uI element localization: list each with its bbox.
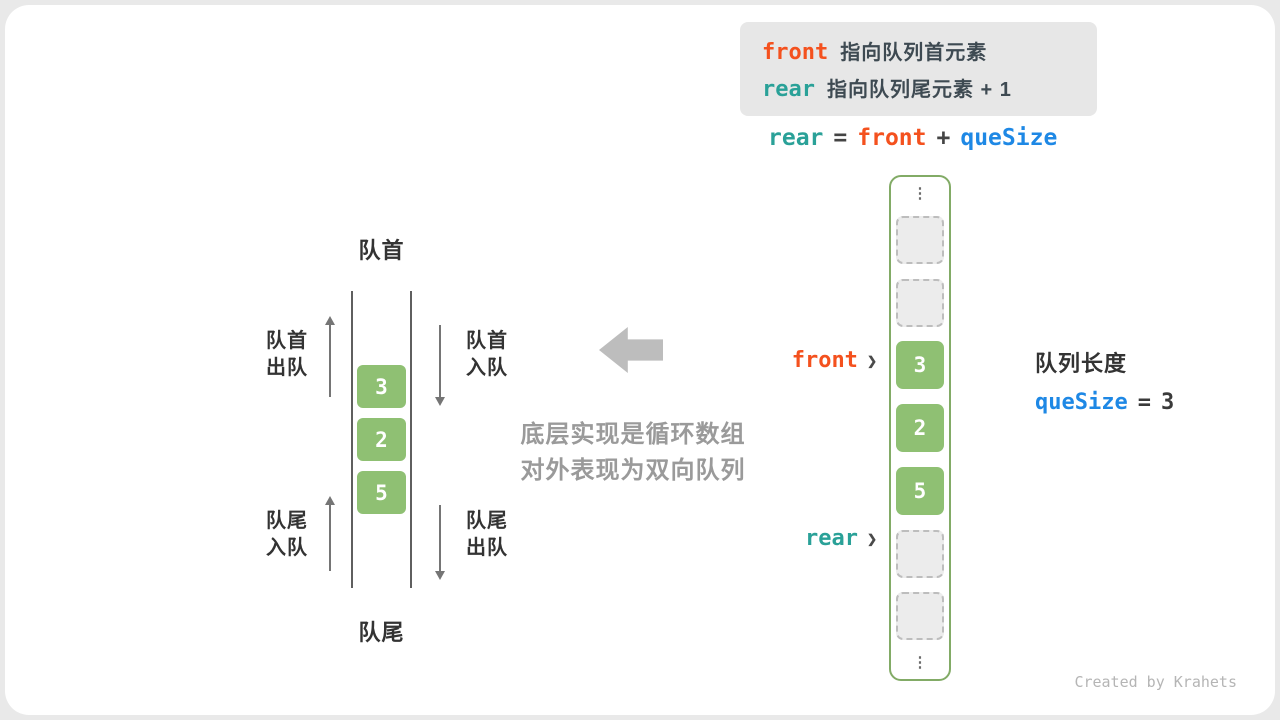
deque-head-label: 队首 — [358, 238, 405, 263]
tail-dequeue-arrow-down-icon — [435, 505, 445, 580]
pointer-definition-box: front 指向队列首元素 rear 指向队列尾元素 + 1 — [740, 22, 1097, 116]
formula-equals: = — [833, 125, 848, 151]
ellipsis-top-icon: ⋮ — [912, 185, 928, 202]
tail-dequeue-label-line2: 出队 — [466, 537, 508, 559]
array-cell: 2 — [896, 404, 944, 452]
deque-cell: 3 — [357, 365, 406, 408]
circular-array: ⋮ 3 2 5 ⋮ — [889, 175, 951, 681]
formula-front: front — [857, 125, 927, 151]
array-cell-front: 3 — [896, 341, 944, 390]
head-dequeue-label-line2: 出队 — [266, 357, 308, 379]
deque-left-wall — [351, 291, 353, 588]
tail-enqueue-label-line1: 队尾 — [266, 510, 308, 532]
rear-pointer: rear ❯ — [765, 526, 877, 551]
tail-dequeue-label: 队尾 出队 — [455, 508, 519, 562]
deque-tail-label: 队尾 — [358, 620, 405, 645]
head-dequeue-label-line1: 队首 — [266, 330, 308, 352]
head-enqueue-arrow-down-icon — [435, 325, 445, 406]
front-description: 指向队列首元素 — [840, 42, 988, 64]
diagram-canvas: front 指向队列首元素 rear 指向队列尾元素 + 1 rear = fr… — [5, 5, 1275, 715]
queue-length-note: 队列长度 queSize = 3 — [1035, 346, 1174, 415]
array-cell-empty — [896, 215, 944, 264]
caption-line2: 对外表现为双向队列 — [520, 457, 746, 484]
rear-pointer-label: rear — [804, 526, 858, 551]
front-pointer: front ❯ — [765, 348, 877, 373]
tail-enqueue-arrow-up-icon — [325, 496, 335, 571]
tail-enqueue-label: 队尾 入队 — [255, 508, 319, 562]
head-dequeue-label: 队首 出队 — [255, 328, 319, 382]
head-dequeue-arrow-up-icon — [325, 316, 335, 397]
rear-formula: rear = front + queSize — [768, 125, 1057, 151]
formula-quesize: queSize — [960, 125, 1058, 151]
rear-description: 指向队列尾元素 + 1 — [826, 79, 1012, 101]
front-pointer-label: front — [791, 348, 858, 373]
rear-definition-line: rear 指向队列尾元素 + 1 — [762, 73, 1075, 102]
formula-rear: rear — [768, 125, 824, 151]
tail-enqueue-label-line2: 入队 — [266, 537, 308, 559]
quesize-equals: = — [1137, 390, 1151, 415]
head-enqueue-label-line1: 队首 — [466, 330, 508, 352]
queue-length-title: 队列长度 — [1035, 351, 1128, 376]
head-enqueue-label: 队首 入队 — [455, 328, 519, 382]
array-cell-empty — [896, 278, 944, 327]
credit-text: Created by Krahets — [1074, 673, 1237, 691]
array-cell-empty — [896, 592, 944, 641]
implementation-caption: 底层实现是循环数组 对外表现为双向队列 — [497, 417, 769, 489]
front-pointer-arrow-icon: ❯ — [866, 353, 877, 368]
ellipsis-bottom-icon: ⋮ — [912, 654, 928, 671]
array-cell-rear — [896, 529, 944, 578]
tail-dequeue-label-line1: 队尾 — [466, 510, 508, 532]
deque-right-wall — [410, 291, 412, 588]
rear-pointer-arrow-icon: ❯ — [866, 531, 877, 546]
quesize-code-label: queSize — [1035, 390, 1128, 415]
caption-line1: 底层实现是循环数组 — [520, 421, 746, 448]
front-definition-line: front 指向队列首元素 — [762, 36, 1075, 65]
quesize-value: 3 — [1160, 390, 1175, 415]
left-arrow-icon — [599, 327, 663, 373]
deque-cell: 2 — [357, 418, 406, 461]
formula-plus: + — [936, 125, 951, 151]
queue-length-value-line: queSize = 3 — [1035, 390, 1174, 415]
deque-cell: 5 — [357, 471, 406, 514]
rear-code-label: rear — [762, 77, 815, 102]
front-code-label: front — [762, 40, 829, 65]
array-cell: 5 — [896, 466, 944, 515]
head-enqueue-label-line2: 入队 — [466, 357, 508, 379]
